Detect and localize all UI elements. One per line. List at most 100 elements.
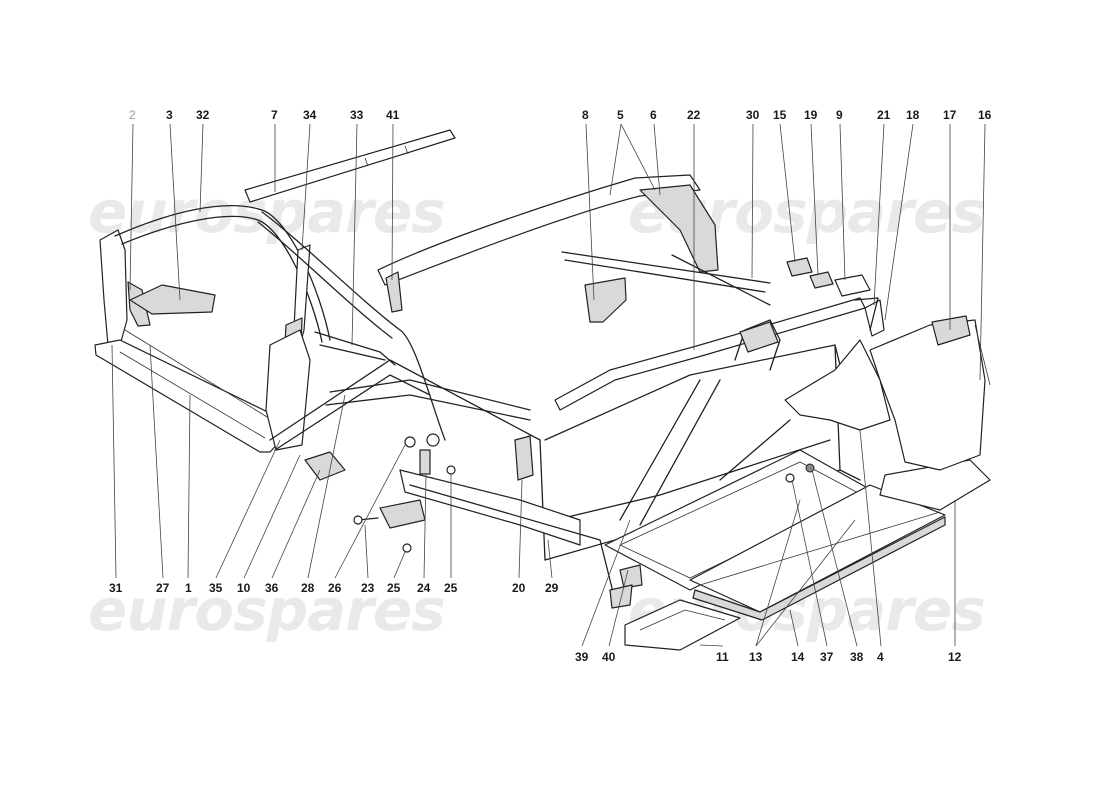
engine-cage-vert-1 — [539, 439, 546, 561]
chassis-rail-lower — [409, 484, 616, 601]
roof-crossbar-tab — [364, 157, 369, 167]
callout: 3 — [166, 108, 173, 122]
washer-24-ring — [426, 433, 440, 447]
engine-cage-cross-1 — [619, 379, 701, 521]
callout: 34 — [303, 108, 317, 122]
fastener-37 — [785, 473, 795, 483]
bracket-20 — [514, 435, 534, 481]
bracket-41 — [385, 271, 403, 313]
callout: 23 — [361, 581, 375, 595]
callout: 20 — [512, 581, 526, 595]
engine-cage-cross-2 — [639, 379, 721, 526]
block-19 — [809, 271, 834, 289]
washer-25-a — [402, 543, 412, 553]
plate-11-inner — [639, 609, 726, 631]
bolt-23-head — [353, 515, 363, 525]
callout: 41 — [386, 108, 400, 122]
callout: 7 — [271, 108, 278, 122]
callout: 38 — [850, 650, 864, 664]
callouts-top: 2 3 32 7 34 33 41 8 5 6 22 30 15 19 9 21… — [129, 108, 992, 122]
callout: 25 — [387, 581, 401, 595]
callout: 33 — [350, 108, 364, 122]
callout: 2 — [129, 108, 136, 122]
mount-plate — [739, 321, 779, 353]
callout: 29 — [545, 581, 559, 595]
fastener-group — [353, 433, 456, 553]
rear-panel-13 — [689, 484, 946, 613]
bolt-26 — [404, 436, 416, 448]
plate-11 — [624, 599, 741, 651]
callout: 32 — [196, 108, 210, 122]
wheel-housing-edge — [974, 324, 991, 386]
link-plate — [379, 499, 426, 529]
callout: 17 — [943, 108, 957, 122]
wheel-housing-flap-17 — [931, 315, 971, 346]
callout: 15 — [773, 108, 787, 122]
callout: 12 — [948, 650, 962, 664]
a-pillar-outer — [261, 211, 446, 441]
bracket-39 — [619, 564, 643, 589]
watermark-bottom-left: eurospares — [88, 576, 445, 644]
callout: 26 — [328, 581, 342, 595]
plate-9 — [834, 274, 871, 297]
sill-step — [304, 451, 346, 481]
rear-panel-14 — [692, 516, 946, 621]
callout: 9 — [836, 108, 843, 122]
floor-pan-insert — [129, 284, 216, 315]
callout: 39 — [575, 650, 589, 664]
callout: 36 — [265, 581, 279, 595]
callout: 31 — [109, 581, 123, 595]
rear-panel-6 — [639, 184, 719, 273]
engine-cage-rear — [734, 319, 781, 371]
washer-24 — [419, 449, 431, 475]
body-shell-drawing — [94, 129, 991, 651]
callout: 22 — [687, 108, 701, 122]
callout: 18 — [906, 108, 920, 122]
front-pillar-panel — [99, 229, 128, 346]
cross-tube-28 — [329, 379, 531, 411]
engine-cage-bottom-2 — [554, 439, 831, 521]
cross-tube-mid — [319, 344, 386, 361]
center-bracket-8 — [584, 277, 627, 323]
diagonal-tube-2 — [274, 374, 431, 451]
block-15 — [786, 257, 813, 277]
callout: 35 — [209, 581, 223, 595]
callout: 6 — [650, 108, 657, 122]
callout: 1 — [185, 581, 192, 595]
diag-bar — [671, 254, 771, 306]
callouts-bottom: 31 27 1 35 10 36 28 26 23 25 24 25 20 29… — [109, 581, 962, 664]
callout: 40 — [602, 650, 616, 664]
callout: 25 — [444, 581, 458, 595]
callout: 4 — [877, 650, 884, 664]
leader-lines — [111, 123, 986, 647]
roof-rail-inner — [121, 215, 323, 343]
cross-tube-28b — [325, 394, 531, 421]
bracket-21 — [864, 299, 885, 337]
fastener-38 — [805, 463, 815, 473]
callout: 13 — [749, 650, 763, 664]
roof-crossbar — [244, 129, 456, 203]
engine-cage-top — [544, 344, 841, 441]
callout: 37 — [820, 650, 834, 664]
callout: 28 — [301, 581, 315, 595]
callout: 27 — [156, 581, 170, 595]
roof-crossbar-tab-2 — [404, 145, 409, 155]
callout: 24 — [417, 581, 431, 595]
callout: 8 — [582, 108, 589, 122]
callout: 11 — [716, 650, 729, 664]
inner-wing — [784, 339, 891, 431]
long-bar-30b — [564, 259, 766, 293]
callout: 16 — [978, 108, 992, 122]
callout: 5 — [617, 108, 624, 122]
rear-panel-13-line — [699, 511, 941, 586]
washer-25-b — [446, 465, 456, 475]
callout: 21 — [877, 108, 891, 122]
callout: 30 — [746, 108, 760, 122]
a-pillar-inner — [257, 221, 393, 339]
engine-cage-cross-3 — [719, 419, 791, 481]
engine-lid-frame — [377, 174, 701, 286]
wheel-housing — [869, 319, 986, 471]
callout: 10 — [237, 581, 251, 595]
sill-line-2 — [124, 329, 273, 421]
